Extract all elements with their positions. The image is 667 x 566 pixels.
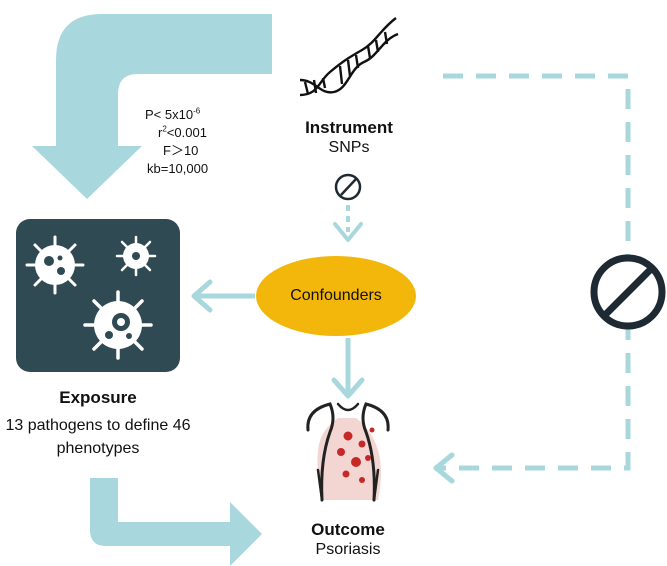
exposure-box: [16, 219, 180, 372]
exposure-title: Exposure: [59, 388, 137, 407]
instrument-subtitle: SNPs: [328, 139, 370, 156]
criteria-r2: r2<0.001: [158, 124, 207, 140]
confounders-label: Confounders: [290, 287, 382, 304]
criteria-p-value: P< 5x10-6: [145, 106, 201, 122]
criteria-f-stat: F＞10: [163, 143, 199, 158]
prohibited-icon: [334, 173, 362, 201]
arrow-confounders-to-outcome: [331, 338, 365, 399]
psoriasis-lesions: [337, 427, 375, 483]
human-torso-icon: [306, 402, 390, 502]
dashed-arrow-instrument-to-confounders: [333, 205, 363, 242]
prohibited-icon-large: [590, 254, 666, 330]
dna-icon: [299, 17, 399, 97]
criteria-kb: kb=10,000: [147, 161, 209, 176]
outcome-subtitle: Psoriasis: [315, 541, 381, 558]
confounders-node: [256, 256, 416, 336]
arrow-exposure-to-outcome: [90, 478, 262, 566]
curved-arrow-instrument-to-exposure: [32, 14, 272, 199]
outcome-title: Outcome: [311, 520, 385, 539]
exposure-description-line2: phenotypes: [56, 440, 140, 457]
instrument-title: Instrument: [305, 118, 393, 137]
virus-icon: [25, 235, 157, 360]
exposure-description-line1: 13 pathogens to define 46: [5, 417, 191, 434]
arrow-confounders-to-exposure: [191, 279, 255, 313]
